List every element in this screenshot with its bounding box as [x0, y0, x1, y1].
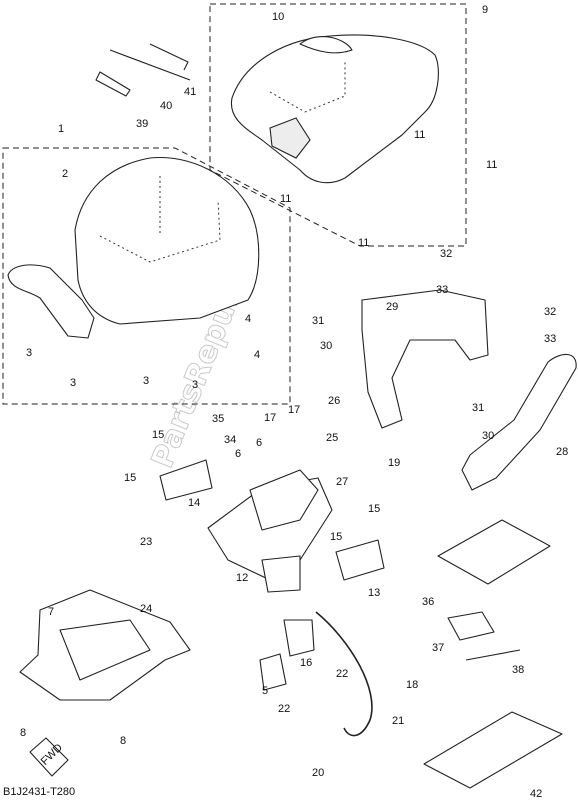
callout-15: 15: [124, 472, 136, 484]
lock-bracket: [283, 619, 315, 657]
callout-31: 31: [472, 402, 484, 414]
callout-33: 33: [436, 284, 448, 296]
callout-11: 11: [486, 159, 497, 171]
seat-strap: [447, 611, 495, 641]
callout-29: 29: [386, 301, 398, 313]
callout-24: 24: [140, 603, 152, 615]
callout-19: 19: [388, 457, 400, 469]
callout-13: 13: [368, 587, 380, 599]
callout-14: 14: [188, 497, 200, 509]
callout-6: 6: [235, 448, 241, 460]
callout-42: 42: [530, 788, 542, 800]
callout-23: 23: [140, 536, 152, 548]
callout-34: 34: [224, 434, 236, 446]
callout-35: 35: [212, 413, 224, 425]
callout-3: 3: [192, 379, 198, 391]
callout-32: 32: [440, 248, 452, 260]
owners-manual: [423, 711, 563, 789]
seat-lock-cable: [315, 611, 373, 737]
passenger-seat: [230, 34, 439, 184]
callout-39: 39: [136, 118, 148, 130]
callout-3: 3: [70, 377, 76, 389]
bracket-right: [335, 539, 385, 581]
grab-bar-left: [361, 289, 489, 429]
callout-21: 21: [392, 715, 404, 727]
callout-32: 32: [544, 306, 556, 318]
callout-31: 31: [312, 315, 324, 327]
callout-28: 28: [556, 446, 568, 458]
callout-17: 17: [264, 412, 276, 424]
callout-27: 27: [336, 476, 348, 488]
rear-seat-frame-inner: [59, 619, 151, 681]
callout-40: 40: [160, 100, 172, 112]
callout-37: 37: [432, 642, 444, 654]
callout-26: 26: [328, 395, 340, 407]
callout-22: 22: [278, 703, 290, 715]
document-bag: [437, 519, 551, 585]
callout-20: 20: [312, 767, 324, 779]
callout-15: 15: [368, 503, 380, 515]
callout-15: 15: [152, 429, 164, 441]
callout-16: 16: [300, 657, 312, 669]
passenger-seat-assembly-box: [209, 3, 467, 247]
callout-1: 1: [58, 123, 64, 135]
callout-18: 18: [406, 679, 418, 691]
callout-11: 11: [358, 237, 369, 249]
tool-kit-screwdriver: [109, 49, 191, 81]
central-bracket-assembly: [207, 469, 333, 593]
callout-8: 8: [120, 735, 126, 747]
tool-kit-wrench: [95, 71, 131, 97]
callout-25: 25: [326, 432, 338, 444]
bracket-left: [159, 459, 213, 501]
lock-stay: [259, 653, 287, 691]
helmet-wire: [465, 649, 521, 661]
callout-9: 9: [482, 4, 488, 16]
callout-8: 8: [20, 727, 26, 739]
callout-15: 15: [330, 531, 342, 543]
callout-11: 11: [280, 193, 291, 205]
callout-3: 3: [143, 375, 149, 387]
callout-12: 12: [236, 572, 248, 584]
callout-5: 5: [262, 685, 268, 697]
callout-2: 2: [62, 168, 68, 180]
diagram-code: B1J2431-T280: [3, 786, 75, 798]
callout-4: 4: [254, 349, 260, 361]
callout-11: 11: [414, 129, 425, 141]
callout-10: 10: [272, 11, 284, 23]
callout-6: 6: [256, 437, 262, 449]
rider-seat: [7, 156, 260, 339]
callout-22: 22: [336, 668, 348, 680]
forward-arrow: FWD: [29, 737, 69, 777]
rider-seat-assembly-box: [2, 147, 291, 405]
callout-7: 7: [48, 606, 54, 618]
callout-30: 30: [482, 430, 494, 442]
callout-36: 36: [422, 596, 434, 608]
grab-bar-right: [461, 353, 577, 491]
callout-4: 4: [245, 313, 251, 325]
callout-38: 38: [512, 664, 524, 676]
callout-30: 30: [320, 340, 332, 352]
callout-17: 17: [288, 404, 300, 416]
callout-41: 41: [184, 86, 196, 98]
callout-3: 3: [26, 347, 32, 359]
tool-kit-hex-key: [149, 43, 189, 71]
callout-33: 33: [544, 333, 556, 345]
